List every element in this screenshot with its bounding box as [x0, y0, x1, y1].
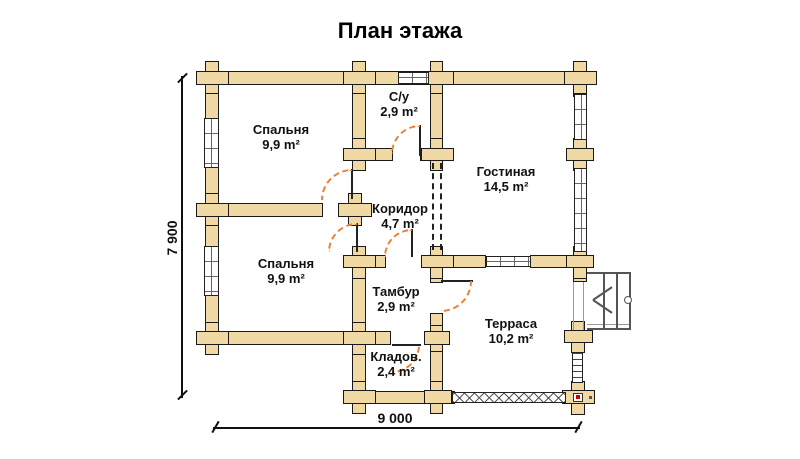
- door-arc: [384, 229, 412, 257]
- wall-top: [205, 71, 588, 85]
- log-joint: [564, 71, 597, 85]
- door-leaf: [411, 229, 413, 257]
- entry-marker: [576, 395, 580, 399]
- stairs-tread: [603, 273, 605, 328]
- page-title: План этажа: [337, 18, 463, 43]
- room-area: 2,9 m²: [380, 104, 418, 119]
- room-name: Кладов.: [370, 349, 422, 364]
- window: [204, 118, 219, 168]
- dot: [589, 396, 592, 399]
- room-name: Тамбур: [372, 284, 420, 299]
- opening-dashed-line: [440, 163, 442, 250]
- dimension-width: 9 000: [377, 410, 413, 426]
- door-arc: [321, 169, 352, 200]
- log-joint: [343, 331, 376, 345]
- opening-dashed-line: [432, 163, 434, 250]
- window: [486, 256, 531, 267]
- room-area: 10,2 m²: [488, 331, 534, 346]
- log-joint: [566, 255, 594, 268]
- room-label-bedroom-bottom: Спальня 9,9 m²: [258, 256, 314, 286]
- room-label-storage: Кладов. 2,4 m²: [370, 349, 421, 379]
- log-joint: [196, 71, 229, 85]
- stairs-edge-top: [587, 272, 631, 274]
- log-joint: [564, 330, 593, 343]
- stairs-edge-inner: [587, 324, 631, 325]
- room-name: Терраса: [484, 316, 538, 331]
- window: [398, 72, 429, 84]
- log-joint: [343, 255, 376, 268]
- dimension-line-vertical: [181, 76, 183, 398]
- room-area: 9,9 m²: [262, 137, 300, 152]
- stairs-doorway-edge: [583, 282, 584, 330]
- window: [574, 94, 587, 140]
- dimension-line-horizontal: [213, 427, 580, 429]
- room-label-bathroom: С/у 2,9 m²: [380, 89, 418, 119]
- log-joint: [421, 148, 454, 161]
- log-joint: [196, 203, 229, 217]
- room-label-living: Гостиная 14,5 m²: [477, 164, 536, 194]
- room-name: С/у: [388, 89, 410, 104]
- log-joint: [338, 203, 372, 217]
- stairs-tread: [616, 273, 618, 328]
- log-joint: [424, 331, 450, 345]
- room-area: 2,4 m²: [377, 364, 415, 379]
- room-area: 4,7 m²: [381, 216, 419, 231]
- log-joint: [343, 390, 376, 404]
- door-leaf: [419, 125, 421, 156]
- stairs-handle: [624, 296, 632, 304]
- dimension-tick: [177, 389, 188, 401]
- door-leaf: [356, 223, 358, 252]
- room-name: Гостиная: [476, 164, 536, 179]
- window: [574, 168, 587, 252]
- log-joint: [343, 71, 376, 85]
- wall-bottom-left: [205, 331, 366, 345]
- room-area: 9,9 m²: [267, 271, 305, 286]
- door-arc: [391, 125, 420, 154]
- door-arc: [328, 223, 357, 252]
- window: [204, 246, 219, 296]
- room-label-vestibule: Тамбур 2,9 m²: [372, 284, 419, 314]
- room-label-corridor: Коридор 4,7 m²: [372, 201, 428, 231]
- dimension-tick: [177, 72, 188, 84]
- dimension-height: 7 900: [164, 220, 180, 256]
- room-area: 2,9 m²: [377, 299, 415, 314]
- terrace-railing-bottom: [452, 392, 566, 403]
- log-joint: [421, 255, 454, 268]
- stairs-edge-bottom: [587, 328, 631, 330]
- room-name: Коридор: [372, 201, 428, 216]
- room-area: 14,5 m²: [483, 179, 529, 194]
- room-name: Спальня: [257, 256, 315, 271]
- door-leaf: [351, 169, 353, 199]
- room-name: Спальня: [252, 122, 310, 137]
- log-joint: [566, 148, 594, 161]
- log-joint: [196, 331, 229, 345]
- stairs-doorway-edge: [573, 282, 574, 330]
- log-joint: [343, 148, 376, 161]
- door-arc: [441, 281, 472, 312]
- room-label-terrace: Терраса 10,2 m²: [485, 316, 537, 346]
- log-joint: [424, 390, 452, 404]
- terrace-railing-side: [572, 352, 583, 383]
- room-label-bedroom-top: Спальня 9,9 m²: [253, 122, 309, 152]
